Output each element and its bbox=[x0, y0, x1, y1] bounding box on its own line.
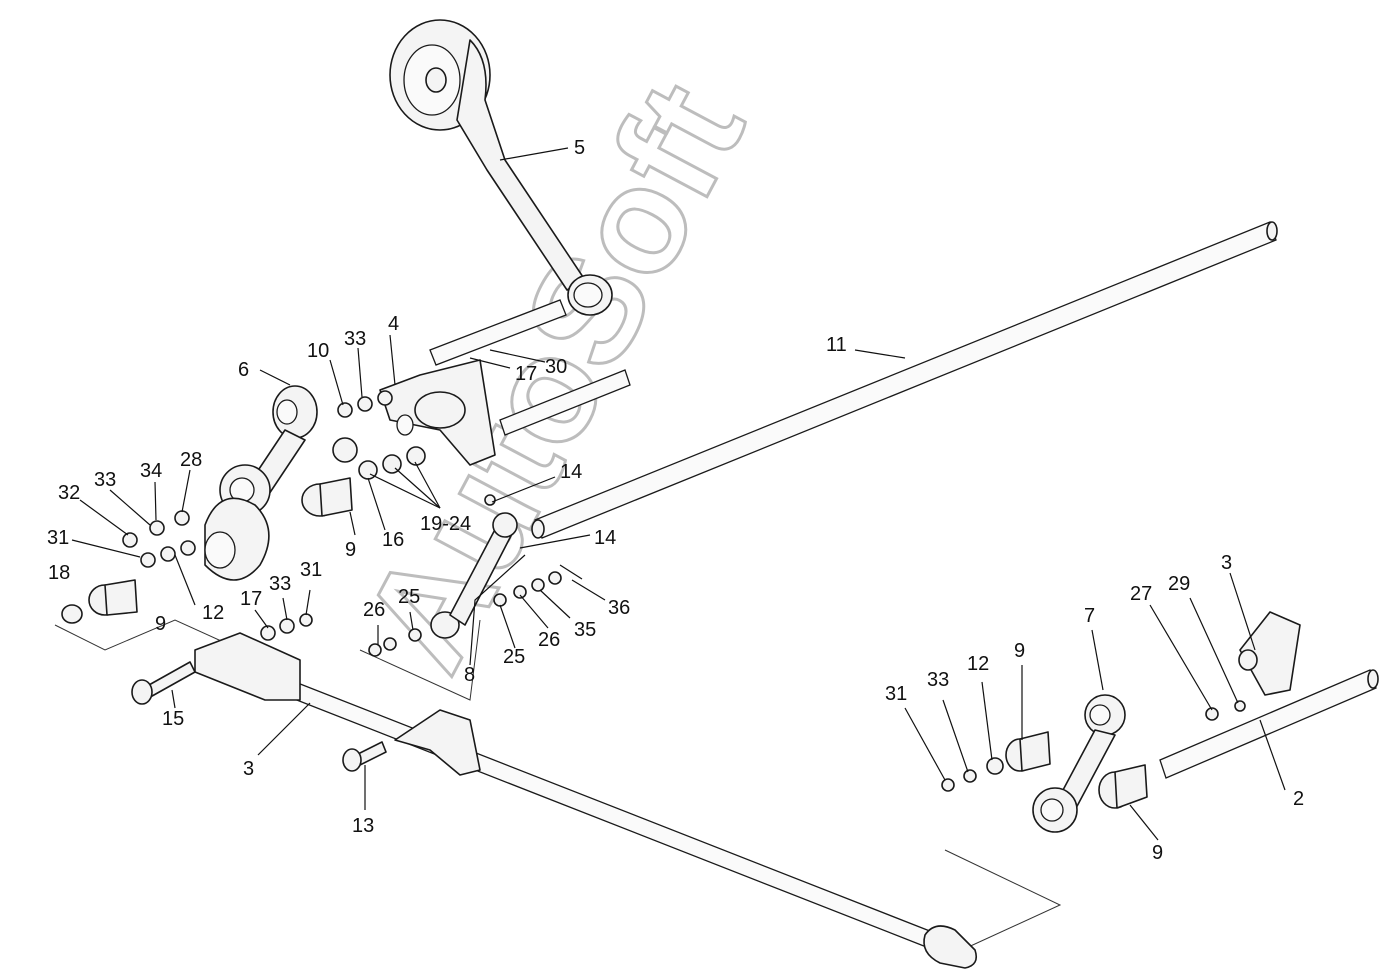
bushings-left bbox=[61, 390, 426, 641]
callout-9-right: 9 bbox=[1014, 640, 1025, 662]
callout-3-right: 3 bbox=[1221, 552, 1232, 574]
right-assembly bbox=[941, 611, 1379, 833]
pin-13 bbox=[342, 741, 387, 772]
callout-9-left: 9 bbox=[155, 613, 166, 635]
callout-9: 9 bbox=[345, 539, 356, 561]
callout-labels: 5 4 10 33 6 11 17 30 28 34 33 32 31 19-2… bbox=[47, 137, 1304, 864]
callout-28: 28 bbox=[180, 449, 202, 471]
callout-14: 14 bbox=[560, 461, 582, 483]
pin-15 bbox=[131, 661, 196, 705]
callout-29: 29 bbox=[1168, 573, 1190, 595]
assembly-boundary-lines bbox=[54, 619, 1062, 961]
callout-31-right: 31 bbox=[885, 683, 907, 705]
callout-32: 32 bbox=[58, 482, 80, 504]
callout-12: 12 bbox=[202, 602, 224, 624]
callout-8: 8 bbox=[464, 664, 475, 686]
callout-15: 15 bbox=[162, 708, 184, 730]
callout-17: 17 bbox=[515, 363, 537, 385]
callout-6: 6 bbox=[238, 359, 249, 381]
callout-12-right: 12 bbox=[967, 653, 989, 675]
lever-6 bbox=[204, 385, 318, 581]
callout-11: 11 bbox=[826, 334, 847, 356]
callout-27: 27 bbox=[1130, 583, 1152, 605]
callout-33-right: 33 bbox=[927, 669, 949, 691]
callout-19-24: 19-24 bbox=[420, 513, 471, 535]
callout-17-left: 17 bbox=[240, 588, 262, 610]
callout-10: 10 bbox=[307, 340, 329, 362]
callout-30: 30 bbox=[545, 356, 567, 378]
callout-33: 33 bbox=[344, 328, 366, 350]
callout-35: 35 bbox=[574, 619, 596, 641]
callout-18: 18 bbox=[48, 562, 70, 584]
shaft-assembly-4 bbox=[379, 299, 631, 466]
shaft-3-lower bbox=[282, 679, 941, 951]
callout-14-lower: 14 bbox=[594, 527, 616, 549]
callout-26: 26 bbox=[363, 599, 385, 621]
callout-13: 13 bbox=[352, 815, 374, 837]
lever-5 bbox=[389, 19, 613, 316]
callout-3: 3 bbox=[243, 758, 254, 780]
callout-31-mid: 31 bbox=[300, 559, 322, 581]
callout-33-left: 33 bbox=[94, 469, 116, 491]
callout-4: 4 bbox=[388, 313, 399, 335]
leader-lines bbox=[71, 147, 1286, 841]
callout-25: 25 bbox=[398, 586, 420, 608]
callout-16: 16 bbox=[382, 529, 404, 551]
callout-31: 31 bbox=[47, 527, 69, 549]
callout-36: 36 bbox=[608, 597, 630, 619]
callout-2: 2 bbox=[1293, 788, 1304, 810]
callout-34: 34 bbox=[140, 460, 162, 482]
bracket-lower bbox=[194, 632, 481, 776]
callout-26-lower: 26 bbox=[538, 629, 560, 651]
end-clamp bbox=[923, 925, 978, 969]
callout-5: 5 bbox=[574, 137, 585, 159]
shaft-11 bbox=[531, 221, 1278, 539]
callout-9-bottom: 9 bbox=[1152, 842, 1163, 864]
lever-8 bbox=[368, 494, 583, 657]
callout-33-mid: 33 bbox=[269, 573, 291, 595]
callout-7: 7 bbox=[1084, 605, 1095, 627]
callout-25-lower: 25 bbox=[503, 646, 525, 668]
